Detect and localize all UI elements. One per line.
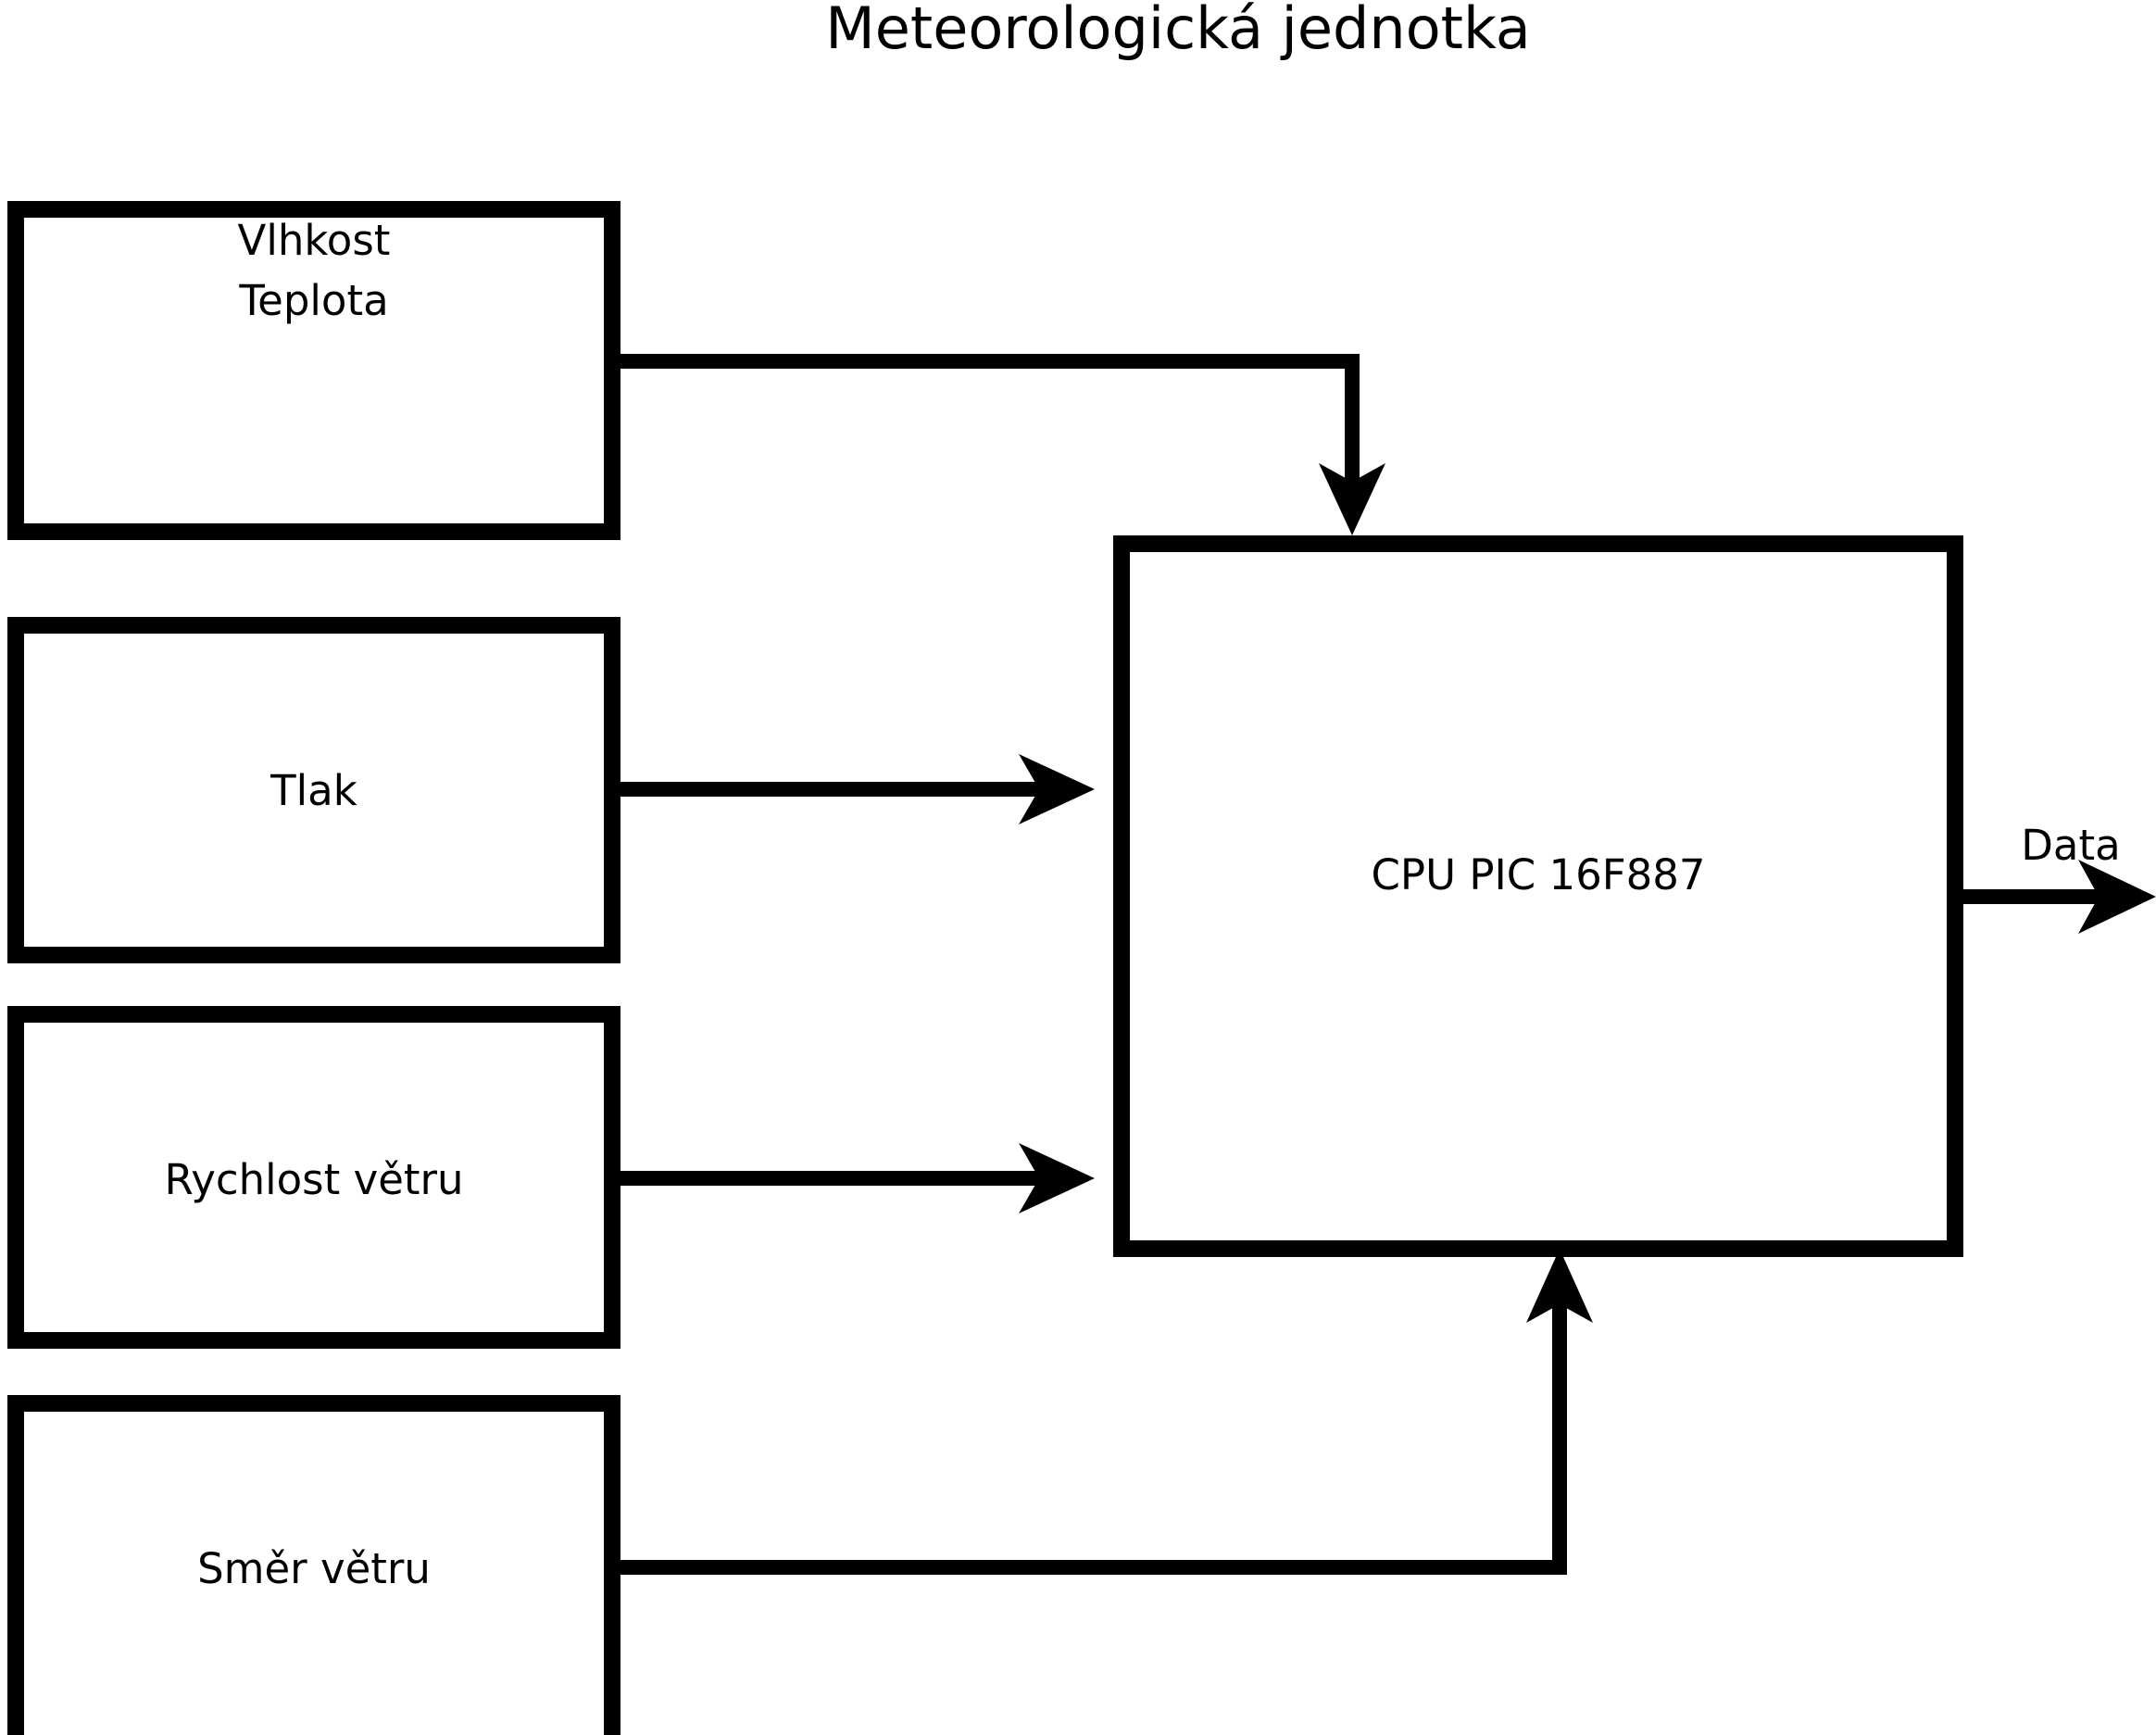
edge-pressure-to-cpu xyxy=(620,754,1095,824)
edge-pressure-to-cpu-arrowhead xyxy=(1019,754,1095,824)
edge-cpu-to-data-output-arrowhead xyxy=(2078,860,2156,934)
node-pressure-label: Tlak xyxy=(270,766,357,815)
edge-humidity-temperature-to-cpu-line xyxy=(620,354,1360,500)
node-humidity-temperature-label-line2: Teplota xyxy=(238,276,388,325)
edge-wind-speed-to-cpu-arrowhead xyxy=(1019,1143,1095,1213)
edge-humidity-temperature-to-cpu-arrowhead xyxy=(1319,463,1385,535)
edge-humidity-temperature-to-cpu xyxy=(620,354,1385,535)
edge-wind-direction-to-cpu xyxy=(620,1249,1593,1575)
edge-cpu-to-data-output-label: Data xyxy=(2021,821,2120,870)
node-cpu-box[interactable] xyxy=(1113,535,1963,1257)
node-wind-direction-box[interactable] xyxy=(7,1395,620,1735)
node-wind-speed-box[interactable] xyxy=(7,1006,620,1349)
edge-cpu-to-data-output: Data xyxy=(1955,821,2156,934)
node-humidity-temperature-label-line1: Vlhkost xyxy=(238,216,391,265)
node-humidity-temperature-box[interactable] xyxy=(7,201,620,540)
edge-wind-direction-to-cpu-arrowhead xyxy=(1526,1249,1593,1323)
edge-wind-speed-to-cpu xyxy=(620,1143,1095,1213)
edge-wind-direction-to-cpu-line xyxy=(620,1293,1567,1575)
node-cpu-label: CPU PIC 16F887 xyxy=(1372,850,1706,899)
node-wind-direction-label: Směr větru xyxy=(197,1544,431,1593)
node-wind-speed-label: Rychlost větru xyxy=(164,1155,463,1204)
node-pressure-box[interactable] xyxy=(7,617,620,963)
diagram-title: Meteorologická jednotka xyxy=(825,0,1531,62)
